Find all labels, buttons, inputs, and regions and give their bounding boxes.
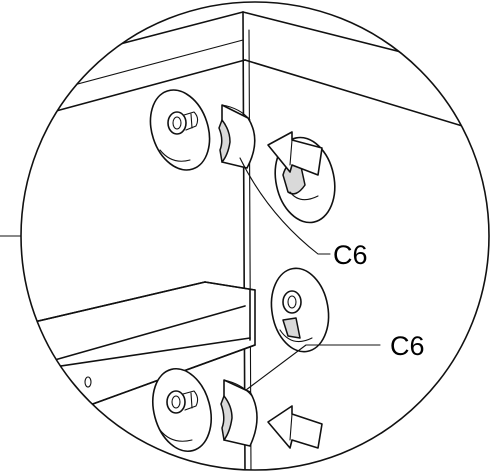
screw-icon [282, 290, 302, 314]
callout-leader-upper [239, 157, 331, 255]
top-panel [21, 11, 489, 136]
rail-hole [84, 376, 92, 388]
detail-circle-outline [20, 1, 490, 471]
push-arrow-icon [267, 405, 323, 449]
cam-recess-lower-left [152, 367, 212, 453]
cam-recess-middle-right [270, 267, 330, 353]
callout-leader-lower [245, 344, 381, 391]
push-arrow-icon [267, 131, 323, 176]
callout-label-upper: C6 [333, 240, 368, 270]
horizontal-rail [21, 281, 256, 470]
screw-icon [167, 111, 199, 135]
screw-icon [166, 390, 199, 414]
cam-fitting-c6-lower [220, 379, 258, 447]
callout-label-lower: C6 [390, 331, 425, 361]
cam-fitting-c6-upper [218, 104, 256, 169]
cam-recess-upper-left [149, 89, 211, 171]
